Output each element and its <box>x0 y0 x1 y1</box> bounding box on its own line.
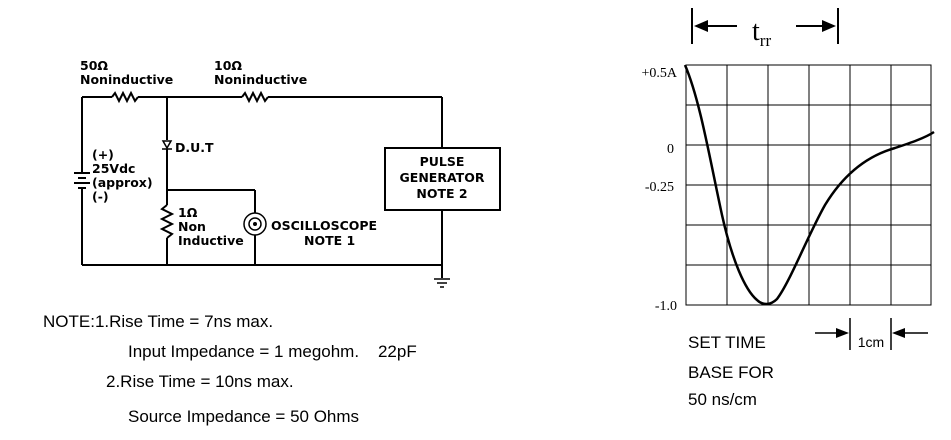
supply-label-minus: (-) <box>92 189 109 204</box>
dut-label: D.U.T <box>175 140 214 155</box>
note-1: NOTE:1.Rise Time = 7ns max. <box>43 312 273 331</box>
time-base-line-2: BASE FOR <box>688 363 774 382</box>
r3-type-label-1: Non <box>178 219 206 234</box>
supply-label-plus: (+) <box>92 147 114 162</box>
supply-label-voltage: 25Vdc <box>92 161 135 176</box>
oscilloscope-note-label: NOTE 1 <box>304 233 355 248</box>
resistor-1-ohm <box>159 204 175 239</box>
oscilloscope-label: OSCILLOSCOPE <box>271 218 377 233</box>
note-2: 2.Rise Time = 10ns max. <box>106 372 294 391</box>
r2-type-label: Noninductive <box>214 72 307 87</box>
oscilloscope-connector-icon <box>243 212 267 236</box>
scope-grid <box>685 64 932 306</box>
pulse-gen-label-1: PULSE <box>420 154 465 169</box>
trr-symbol: trr <box>752 16 771 50</box>
note-2-impedance: Source Impedance = 50 Ohms <box>128 407 359 426</box>
pulse-gen-label-2: GENERATOR <box>400 170 485 185</box>
time-base-line-1: SET TIME <box>688 333 766 352</box>
y-label-plus-0-5: +0.5A <box>641 66 677 81</box>
test-circuit: 50Ω Noninductive 10Ω Noninductive D.U.T … <box>74 58 501 288</box>
diode-icon <box>161 140 173 150</box>
y-label-minus-0-25: -0.25 <box>645 180 674 195</box>
ground-icon <box>434 278 450 288</box>
recovery-waveform <box>683 64 935 306</box>
scale-left-arrowhead <box>836 328 849 338</box>
pulse-generator-box <box>384 147 501 211</box>
y-label-zero: 0 <box>667 142 674 157</box>
r2-value-label: 10Ω <box>214 58 242 73</box>
resistor-10-ohm <box>241 90 269 104</box>
scale-label: 1cm <box>858 334 884 350</box>
trr-right-arrowhead <box>822 20 836 32</box>
y-label-minus-1-0: -1.0 <box>655 299 677 314</box>
note-1-impedance: Input Impedance = 1 megohm. 22pF <box>128 342 417 361</box>
r1-value-label: 50Ω <box>80 58 108 73</box>
supply-label-approx: (approx) <box>92 175 153 190</box>
pulse-gen-label-3: NOTE 2 <box>416 186 467 201</box>
trr-subscript: rr <box>760 31 772 50</box>
waveform-panel: trr +0.5A 0 -0.25 -1.0 SET TIME BASE FOR… <box>641 8 935 409</box>
trr-left-arrowhead <box>694 20 708 32</box>
scale-right-arrowhead <box>892 328 905 338</box>
battery-symbol <box>74 172 90 189</box>
r3-value-label: 1Ω <box>178 205 198 220</box>
trr-main: t <box>752 16 760 47</box>
time-base-line-3: 50 ns/cm <box>688 390 757 409</box>
resistor-50-ohm <box>111 90 139 104</box>
r1-type-label: Noninductive <box>80 72 173 87</box>
r3-type-label-2: Inductive <box>178 233 244 248</box>
notes-block: NOTE:1.Rise Time = 7ns max. Input Impeda… <box>43 312 417 426</box>
